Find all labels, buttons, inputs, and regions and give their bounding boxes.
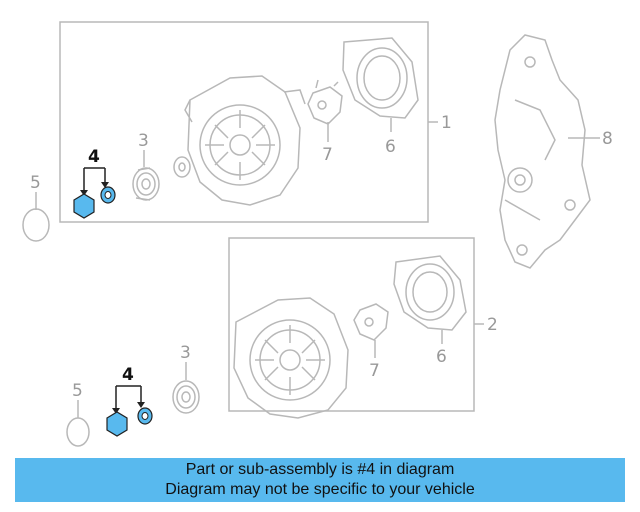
nut-bottom (106, 411, 128, 437)
rear-cover-bottom (393, 255, 467, 331)
washer-top (173, 156, 191, 178)
label-6b: 6 (436, 347, 447, 367)
label-3: 3 (138, 131, 149, 151)
label-3b: 3 (180, 343, 191, 363)
label-2: 2 (487, 315, 498, 335)
rear-cover-top (342, 37, 419, 119)
assembly-2-frame (228, 237, 475, 412)
label-1: 1 (441, 113, 452, 133)
engine-bracket (494, 34, 591, 269)
part-4-top (73, 167, 116, 219)
alternator-top (184, 75, 306, 206)
label-5b: 5 (72, 381, 83, 401)
alternator-bottom (233, 297, 349, 419)
nut-top (73, 193, 95, 219)
label-5: 5 (30, 173, 41, 193)
info-banner: Part or sub-assembly is #4 in diagram Di… (15, 458, 625, 502)
clip-ring-bottom (66, 417, 90, 447)
regulator-top (307, 79, 343, 125)
label-4b: 4 (122, 365, 134, 385)
label-7b: 7 (369, 361, 380, 381)
regulator-bottom (353, 303, 389, 341)
label-8: 8 (602, 129, 613, 149)
label-7: 7 (322, 145, 333, 165)
assembly-1-frame (59, 21, 429, 223)
part-4-bottom (106, 385, 153, 437)
pulley-bottom (172, 380, 200, 414)
clip-ring-top (22, 208, 50, 242)
banner-line-2: Diagram may not be specific to your vehi… (165, 481, 475, 498)
pulley-top (132, 167, 160, 201)
label-4: 4 (88, 147, 100, 167)
banner-line-1: Part or sub-assembly is #4 in diagram (185, 461, 455, 478)
label-6: 6 (385, 137, 396, 157)
